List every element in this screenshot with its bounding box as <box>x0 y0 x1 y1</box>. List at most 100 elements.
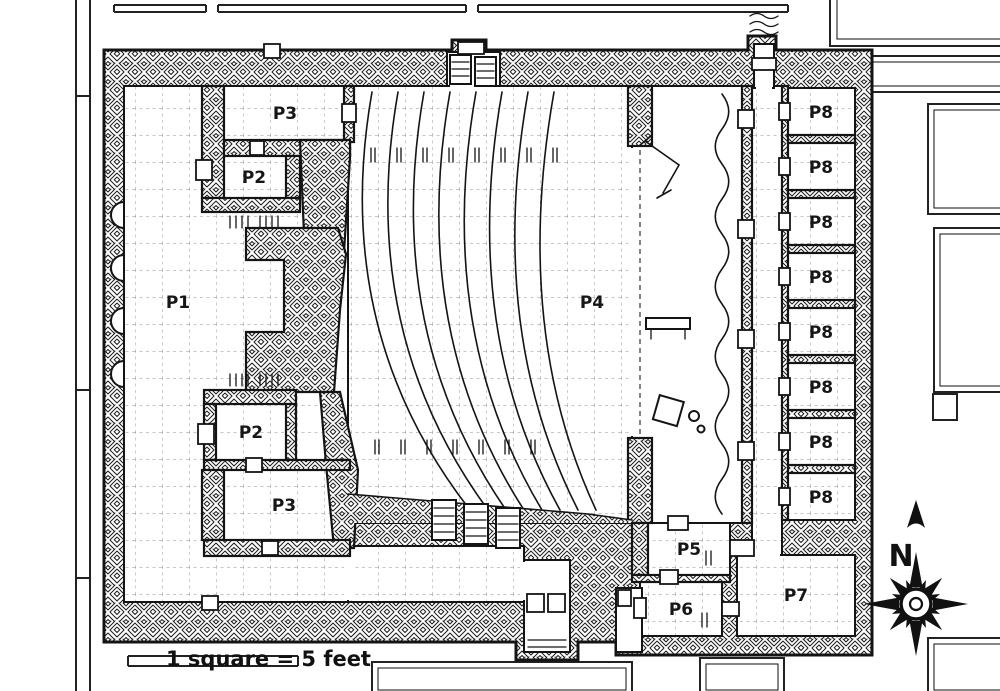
stage-bench <box>645 317 691 340</box>
wall-p2top-right <box>284 154 302 200</box>
smoke-squiggles <box>749 12 779 36</box>
wall-proscenium-south <box>626 436 654 525</box>
door <box>729 539 755 557</box>
door <box>751 57 777 71</box>
seat-row <box>514 91 579 511</box>
door <box>737 329 755 349</box>
compass-north-arrow <box>907 500 925 528</box>
wall-proscenium-north <box>626 84 654 148</box>
seat-row <box>463 91 543 511</box>
wall-p3top-left <box>200 84 226 200</box>
door-p8 <box>778 212 791 231</box>
wall-niches <box>110 200 125 389</box>
sconce-ticks-north <box>229 215 279 229</box>
stage-screen-prop <box>638 135 681 199</box>
door <box>659 569 679 585</box>
doors <box>195 41 791 619</box>
compass-rose: N <box>864 500 968 656</box>
wall-p8-divider <box>786 133 857 145</box>
floor-corridor-bottom <box>347 545 525 603</box>
street-bottom <box>127 655 299 667</box>
floor-p7 <box>736 554 856 637</box>
wall-p8-divider <box>786 243 857 255</box>
door-p8 <box>778 487 791 506</box>
interior-walls <box>200 84 857 584</box>
room-label-p8: P8 <box>809 378 833 398</box>
bench-ticks-bottom <box>374 439 536 455</box>
door <box>617 589 632 607</box>
wall-p8-divider <box>786 188 857 200</box>
door <box>737 441 755 461</box>
room-label-p8: P8 <box>809 213 833 233</box>
wall-p5-left <box>630 521 650 577</box>
stair-north-2 <box>474 56 497 87</box>
door-p8 <box>778 322 791 341</box>
stage-prop-circle <box>696 424 706 434</box>
door <box>526 593 545 613</box>
door <box>737 219 755 239</box>
stage-prop-circle <box>688 410 700 422</box>
block-bottom-a <box>371 661 633 691</box>
wall-wedge-north <box>298 138 352 254</box>
room-label-p8: P8 <box>809 268 833 288</box>
room-label-p2-south: P2 <box>239 423 263 443</box>
block-right-2 <box>933 227 1000 393</box>
sconce-ticks-south <box>229 373 279 387</box>
torch-ticks-p5 <box>705 550 712 566</box>
street-top <box>113 4 789 13</box>
seat-row <box>488 91 561 511</box>
seat-row <box>361 91 471 511</box>
block-right-1 <box>927 103 1000 215</box>
room-label-p3-north: P3 <box>273 104 297 124</box>
room-label-p3-south: P3 <box>272 496 296 516</box>
room-label-p7: P7 <box>784 586 808 606</box>
wall-backstage-left <box>740 84 754 525</box>
stair-south-2 <box>463 503 489 545</box>
door <box>197 423 215 445</box>
door <box>721 601 740 617</box>
wall-p8-divider <box>786 463 857 475</box>
street-left <box>75 0 91 691</box>
niche <box>110 253 125 283</box>
door <box>737 109 755 129</box>
door-p8 <box>778 157 791 176</box>
door <box>245 457 263 473</box>
room-label-p5: P5 <box>677 540 701 560</box>
door-p8 <box>778 432 791 451</box>
seat-row <box>387 91 489 511</box>
room-labels: P1 P2 P2 P3 P3 P4 P5 P6 P7 P8 P8 P8 P8 P… <box>166 103 833 620</box>
room-label-p6: P6 <box>669 600 693 620</box>
compass-star <box>864 552 968 656</box>
floor-p8-5 <box>787 307 856 356</box>
wall-seating-diagonal <box>348 494 632 523</box>
floor-p8-4 <box>787 252 856 301</box>
wall-p2btm-right <box>284 402 298 462</box>
building: P1 P2 P2 P3 P3 P4 P5 P6 P7 P8 P8 P8 P8 P… <box>102 12 874 662</box>
wall-seating-diagonal-edge <box>347 493 633 521</box>
door <box>195 159 213 181</box>
wall-p3btm-left <box>200 468 226 542</box>
block-right-small <box>932 393 958 421</box>
wall-p2btm-bottom <box>202 458 352 472</box>
wall-p8-divider <box>786 298 857 310</box>
wall-p8-divider <box>786 353 857 365</box>
seat-row <box>539 91 597 511</box>
wall-p2top-bottom <box>200 196 302 214</box>
room-label-p2-north: P2 <box>242 168 266 188</box>
block-bottomright <box>927 637 1000 691</box>
stair-south-1 <box>431 499 457 541</box>
door <box>263 43 281 59</box>
block-bottom-b <box>699 657 785 691</box>
stairs <box>431 54 567 648</box>
room-label-p8: P8 <box>809 488 833 508</box>
niche <box>110 306 125 336</box>
door <box>249 140 265 156</box>
stair-north-1 <box>449 54 472 85</box>
compass-north-label: N <box>888 539 913 574</box>
room-label-p4: P4 <box>580 293 604 313</box>
door-p8 <box>778 267 791 286</box>
wall-p5-p6 <box>630 573 732 584</box>
porch-steps <box>527 639 567 648</box>
door <box>341 103 357 123</box>
